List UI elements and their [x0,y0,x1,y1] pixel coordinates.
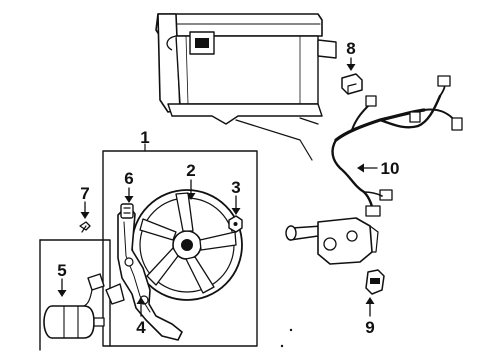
detail-dot [289,328,293,332]
coolant-temperature-switch [365,269,385,295]
callout-4: 4 [136,318,146,337]
callout-8: 8 [346,39,355,58]
detail-dot [280,344,284,348]
relay [341,73,363,95]
leader-lines [57,57,378,317]
callout-2: 2 [186,161,195,180]
callout-10: 10 [381,159,400,178]
fan-motor [43,273,105,339]
screw [79,221,91,233]
radiator [155,13,337,161]
wiring-harness [331,75,463,217]
callout-numbers: 1 2 3 4 5 6 7 8 9 10 [57,39,399,337]
callout-7: 7 [80,184,89,203]
coolant-outlet-housing [285,217,379,265]
callout-6: 6 [124,169,133,188]
callout-1: 1 [140,128,149,147]
callout-5: 5 [57,261,66,280]
fan-blade [131,189,243,301]
callout-3: 3 [231,178,240,197]
callout-9: 9 [365,318,374,337]
mounting-bolt [120,203,134,219]
nut [228,215,243,233]
